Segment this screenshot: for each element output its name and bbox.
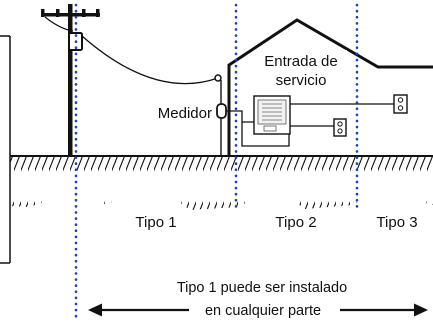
branch-circuit-wiring <box>290 103 394 127</box>
meter-to-panel-wiring <box>226 110 290 147</box>
service-panel-icon <box>253 95 291 135</box>
left-arrow <box>88 303 189 317</box>
meter-icon <box>216 80 227 156</box>
zone-label-type1: Tipo 1 <box>135 214 176 231</box>
note-line-2: en cualquier parte <box>205 303 321 319</box>
house-outline <box>227 18 433 156</box>
left-frame-bracket <box>0 35 11 264</box>
meter-label: Medidor <box>158 105 212 122</box>
outlet-icon <box>393 94 408 114</box>
service-entrance-label-bg <box>255 50 347 90</box>
right-arrow <box>340 303 428 317</box>
ground <box>10 155 433 210</box>
zone-label-type3: Tipo 3 <box>376 214 417 231</box>
zone-dividers <box>74 3 359 324</box>
service-entrance-label: Entrada de <box>264 53 337 70</box>
service-drop-cable <box>81 35 219 85</box>
note-line-1: Tipo 1 puede ser instalado <box>177 280 347 296</box>
utility-pole <box>41 4 100 156</box>
outlet-icon <box>333 118 347 137</box>
zone-label-type2: Tipo 2 <box>275 214 316 231</box>
service-entrance-label-2: servicio <box>276 72 327 89</box>
weatherhead-icon <box>214 74 222 82</box>
